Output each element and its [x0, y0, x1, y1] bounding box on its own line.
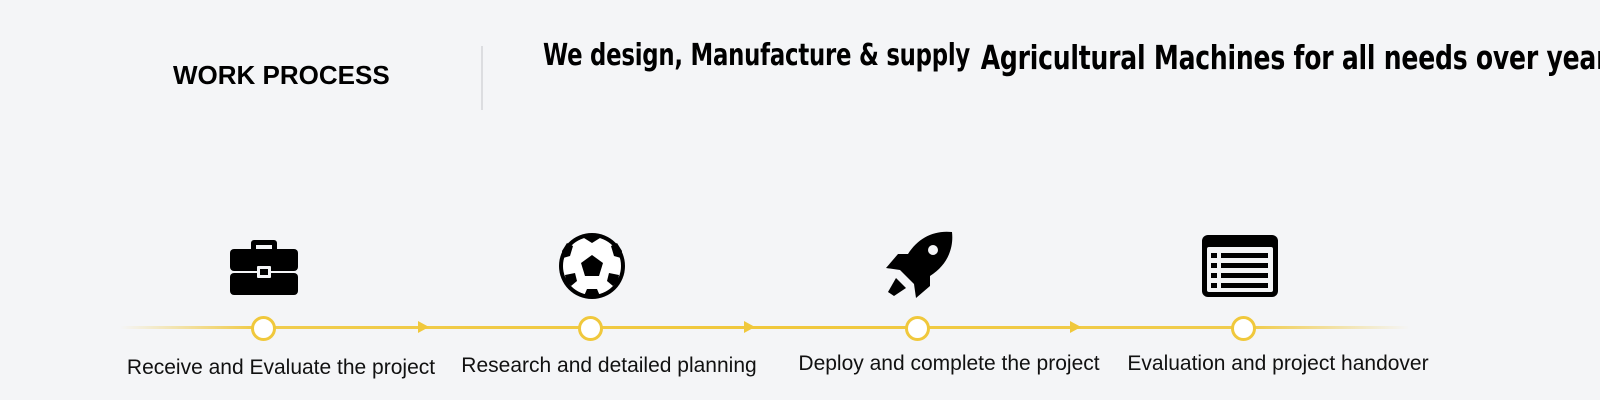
tagline: We design, Manufacture & supply Agricultu… [543, 34, 1600, 77]
header-divider [481, 46, 483, 110]
timeline-arrow [1070, 321, 1081, 333]
step-label-3: Deploy and complete the project [798, 352, 1100, 375]
timeline-node-2 [578, 316, 603, 341]
step-label-1: Receive and Evaluate the project [126, 356, 436, 379]
tagline-part-1: We design, Manufacture & supply [543, 38, 971, 73]
section-title: WORK PROCESS [173, 60, 390, 90]
timeline-line [120, 326, 1410, 329]
timeline-arrow [744, 321, 755, 333]
timeline-node-1 [251, 316, 276, 341]
list-window-icon [1202, 228, 1278, 304]
briefcase-icon [226, 228, 302, 304]
step-label-2: Research and detailed planning [461, 354, 757, 377]
soccer-ball-icon [554, 228, 630, 304]
timeline-node-4 [1231, 316, 1256, 341]
rocket-icon [880, 228, 956, 304]
tagline-part-2: Agricultural Machines for all needs over… [980, 38, 1600, 77]
timeline-node-3 [905, 316, 930, 341]
step-label-4: Evaluation and project handover [1127, 352, 1429, 375]
timeline-arrow [418, 321, 429, 333]
